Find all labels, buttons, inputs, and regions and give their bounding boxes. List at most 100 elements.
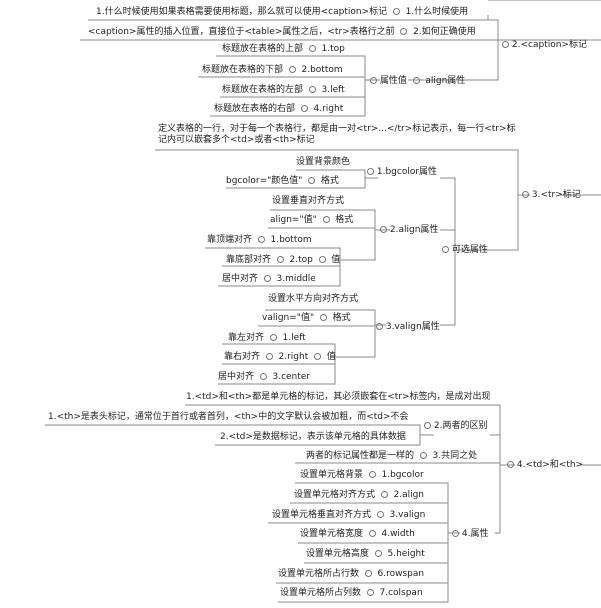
align-bottom-row: 标题放在表格的下部 2.bottom [202, 65, 343, 76]
td-th-desc: 1.<td>和<th>都是单元格的标记，其必须嵌套在<tr>标签内，是成对出现 [186, 392, 491, 402]
node-caption-tag[interactable]: 2.<caption>标记 [502, 40, 587, 51]
collapse-circle-icon[interactable] [424, 422, 431, 429]
td-desc: 2.<td>是数据标记，表示该单元格的具体数据 [220, 432, 406, 442]
collapse-circle-icon[interactable] [376, 323, 383, 330]
node-bgcolor-attr[interactable]: 1.bgcolor属性 [367, 167, 437, 178]
bgcolor-attr-label: 1.bgcolor属性 [376, 167, 438, 177]
collapse-circle-icon[interactable] [522, 191, 529, 198]
align-left-row: 标题放在表格的左部 3.left [222, 85, 345, 96]
align-right-desc: 标题放在表格的右部 [214, 104, 296, 114]
align-top-row: 标题放在表格的上部 1.top [222, 44, 345, 55]
collapse-circle-icon[interactable] [400, 28, 408, 35]
prop-rowspan: 设置单元格所占行数 6.rowspan [278, 569, 424, 580]
collapse-circle-icon[interactable] [259, 373, 267, 380]
collapse-circle-icon[interactable] [263, 275, 271, 282]
collapse-circle-icon[interactable] [380, 491, 388, 498]
collapse-circle-icon[interactable] [502, 41, 509, 48]
bgcolor-format: bgcolor="颜色值" [226, 176, 303, 186]
collapse-circle-icon[interactable] [265, 353, 273, 360]
valign-format-row: valign="值" 格式 [262, 313, 351, 324]
valign-format: valign="值" [262, 313, 315, 323]
caption-when-desc: 1.什么时候使用如果表格需要使用标题，那么就可以使用<caption>标记 1.… [96, 7, 468, 18]
collapse-circle-icon[interactable] [452, 530, 459, 537]
node-tr-tag[interactable]: 3.<tr>标记 [522, 190, 581, 201]
valign-center-label: 3.center [272, 372, 311, 382]
collapse-circle-icon[interactable] [392, 8, 400, 15]
align-format-row: align="值" 格式 [270, 215, 353, 226]
collapse-circle-icon[interactable] [368, 471, 376, 478]
node-td-th[interactable]: 4.<td>和<th> [507, 460, 583, 471]
prop-bgcolor-label: 1.bgcolor [381, 470, 424, 480]
prop-height-desc: 设置单元格高度 [306, 549, 370, 559]
valign-value-label: 值 [326, 352, 336, 362]
node-difference[interactable]: 2.两者的区别 [424, 421, 487, 432]
align-right-row: 标题放在表格的右部 4.right [214, 104, 343, 115]
valign-left-value: 靠左对齐 1.left [228, 333, 306, 344]
align-left-desc: 标题放在表格的左部 [222, 85, 304, 95]
difference-label: 2.两者的区别 [433, 421, 488, 431]
prop-valign-label: 3.valign [389, 510, 426, 520]
caption-how-desc-text: <caption>属性的插入位置，直接位于<table>属性之后，<tr>表格行… [88, 27, 395, 37]
caption-how-label: 2.如何正确使用 [413, 27, 476, 37]
collapse-circle-icon[interactable] [308, 86, 316, 93]
align-bottom-desc: 标题放在表格的下部 [202, 65, 284, 75]
prop-height: 设置单元格高度 5.height [306, 549, 425, 560]
align-bottom-label: 2.bottom [301, 65, 343, 75]
collapse-circle-icon[interactable] [364, 570, 372, 577]
collapse-circle-icon[interactable] [300, 105, 308, 112]
collapse-circle-icon[interactable] [507, 461, 514, 468]
prop-colspan: 设置单元格所占列数 7.colspan [280, 588, 423, 599]
properties-label: 4.属性 [461, 529, 489, 539]
collapse-circle-icon[interactable] [322, 216, 330, 223]
attr-value-label: 属性值 [379, 76, 407, 86]
collapse-circle-icon[interactable] [442, 246, 449, 253]
node-optional-attrs[interactable]: 可选属性 [442, 245, 488, 256]
node-align-attr[interactable]: 2.align属性 [380, 225, 438, 236]
collapse-circle-icon[interactable] [376, 511, 384, 518]
caption-tag-label: 2.<caption>标记 [511, 40, 587, 50]
td-th-label: 4.<td>和<th> [516, 460, 584, 470]
align-bottom-label2: 1.bottom [270, 235, 312, 245]
collapse-circle-icon[interactable] [308, 177, 316, 184]
align-attr-label2: 2.align属性 [389, 225, 439, 235]
align-value-label: 值 [331, 255, 341, 265]
tr-definition: 定义表格的一行，对于每一个表格行，都是由一对<tr>...</tr>标记表示，每… [158, 124, 516, 145]
align-top-value: 靠底部对齐 2.top 值 [226, 255, 340, 266]
common-label: 3.共同之处 [432, 451, 478, 461]
collapse-circle-icon[interactable] [318, 256, 326, 263]
valign-center-desc: 居中对齐 [218, 372, 255, 382]
valign-format-label: 格式 [332, 313, 351, 323]
prop-align: 设置单元格对齐方式 2.align [294, 490, 424, 501]
common-row: 两者的标记属性都是一样的 3.共同之处 [306, 451, 477, 462]
prop-bgcolor-desc: 设置单元格背景 [300, 470, 364, 480]
collapse-circle-icon[interactable] [367, 168, 374, 175]
th-desc: 1.<th>是表头标记，通常位于首行或者首列，<th>中的文字默认会被加粗，而<… [48, 412, 409, 422]
collapse-circle-icon[interactable] [276, 256, 284, 263]
collapse-circle-icon[interactable] [319, 314, 327, 321]
align-left-label: 3.left [321, 85, 345, 95]
collapse-circle-icon[interactable] [313, 353, 321, 360]
align-top-label2: 2.top [289, 255, 313, 265]
align-bottom-desc2: 靠顶端对齐 [207, 235, 253, 245]
prop-colspan-desc: 设置单元格所占列数 [280, 588, 362, 598]
align-right-label: 4.right [313, 104, 344, 114]
collapse-circle-icon[interactable] [370, 77, 377, 84]
collapse-circle-icon[interactable] [288, 66, 296, 73]
node-properties[interactable]: 4.属性 [452, 529, 488, 540]
collapse-circle-icon[interactable] [308, 45, 316, 52]
collapse-circle-icon[interactable] [269, 334, 277, 341]
common-desc: 两者的标记属性都是一样的 [306, 451, 415, 461]
collapse-circle-icon[interactable] [368, 530, 376, 537]
collapse-circle-icon[interactable] [412, 77, 420, 84]
collapse-circle-icon[interactable] [366, 589, 374, 596]
node-valign-attr[interactable]: 3.valign属性 [376, 322, 440, 333]
collapse-circle-icon[interactable] [257, 236, 265, 243]
collapse-circle-icon[interactable] [419, 452, 427, 459]
align-top-label: 1.top [321, 44, 345, 54]
prop-width-desc: 设置单元格宽度 [300, 529, 364, 539]
prop-height-label: 5.height [387, 549, 425, 559]
collapse-circle-icon[interactable] [374, 550, 382, 557]
bgcolor-format-row: bgcolor="颜色值" 格式 [226, 176, 339, 187]
collapse-circle-icon[interactable] [380, 226, 387, 233]
optional-attrs-label: 可选属性 [451, 245, 488, 255]
